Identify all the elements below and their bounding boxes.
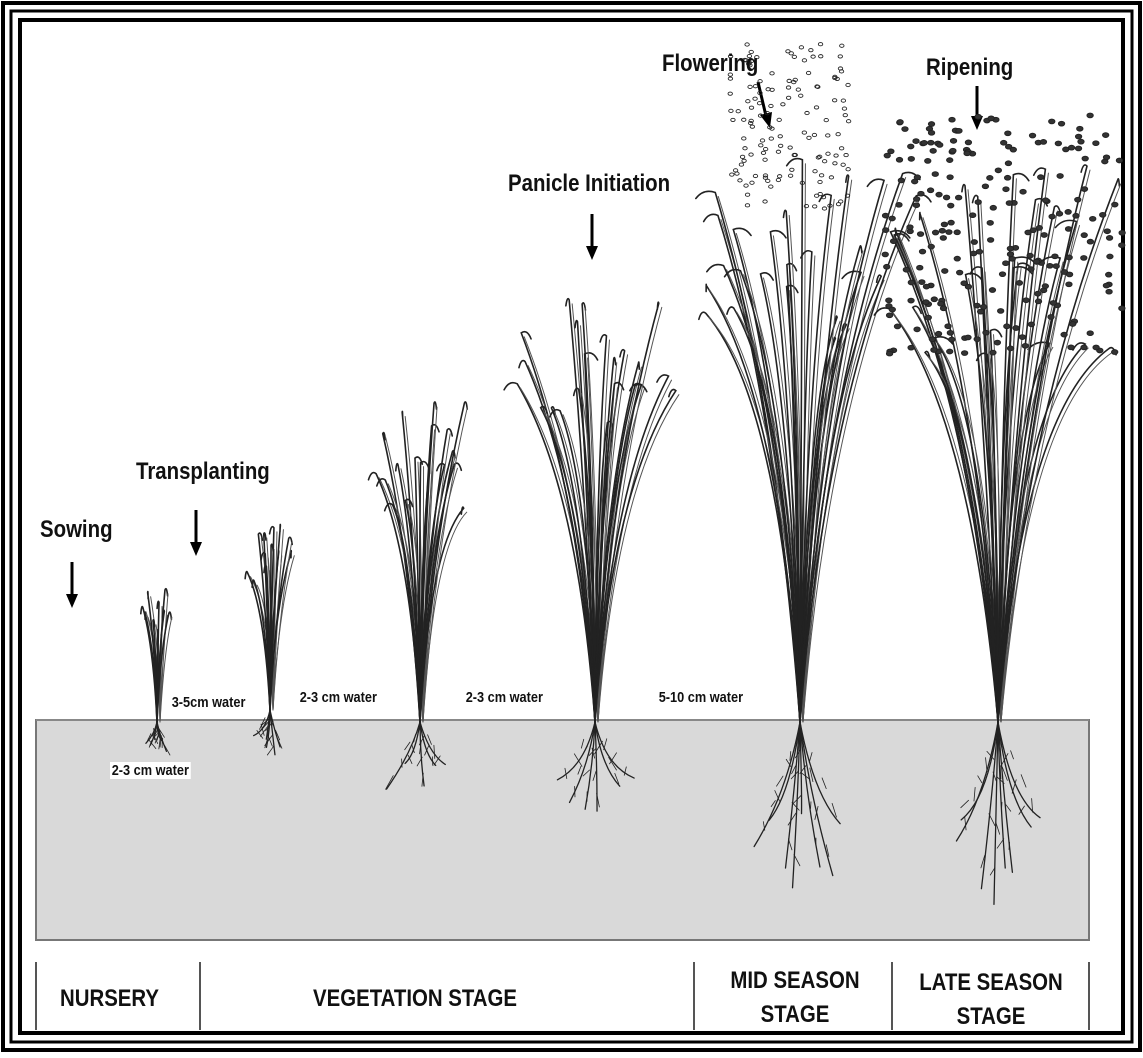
water-label-mid-season: 5-10 cm water bbox=[657, 689, 745, 706]
ripening-arrow bbox=[971, 86, 983, 130]
water-label-vegetative-2: 2-3 cm water bbox=[464, 689, 545, 706]
phase-mid-season-line1: MID SEASON bbox=[714, 967, 876, 995]
phase-late-season-line2: STAGE bbox=[910, 1003, 1072, 1031]
arrows bbox=[66, 82, 983, 608]
phase-late-season-line1: LATE SEASON bbox=[910, 969, 1072, 997]
phase-vegetation: VEGETATION STAGE bbox=[313, 985, 517, 1013]
sowing-arrow bbox=[66, 562, 78, 608]
phase-nursery: NURSERY bbox=[60, 985, 159, 1013]
label-sowing: Sowing bbox=[40, 516, 113, 544]
water-label-transplant: 3-5cm water bbox=[170, 694, 247, 711]
water-label-vegetative-1: 2-3 cm water bbox=[298, 689, 379, 706]
label-panicle-initiation: Panicle Initiation bbox=[508, 170, 670, 198]
transplanting-arrow bbox=[190, 510, 202, 556]
soil-layer bbox=[36, 720, 1089, 940]
water-label-nursery: 2-3 cm water bbox=[110, 762, 191, 779]
label-ripening: Ripening bbox=[926, 54, 1013, 82]
phase-mid-season-line2: STAGE bbox=[714, 1001, 876, 1029]
panicle-initiation-arrow bbox=[586, 214, 598, 260]
label-transplanting: Transplanting bbox=[136, 458, 270, 486]
label-flowering: Flowering bbox=[662, 50, 758, 78]
